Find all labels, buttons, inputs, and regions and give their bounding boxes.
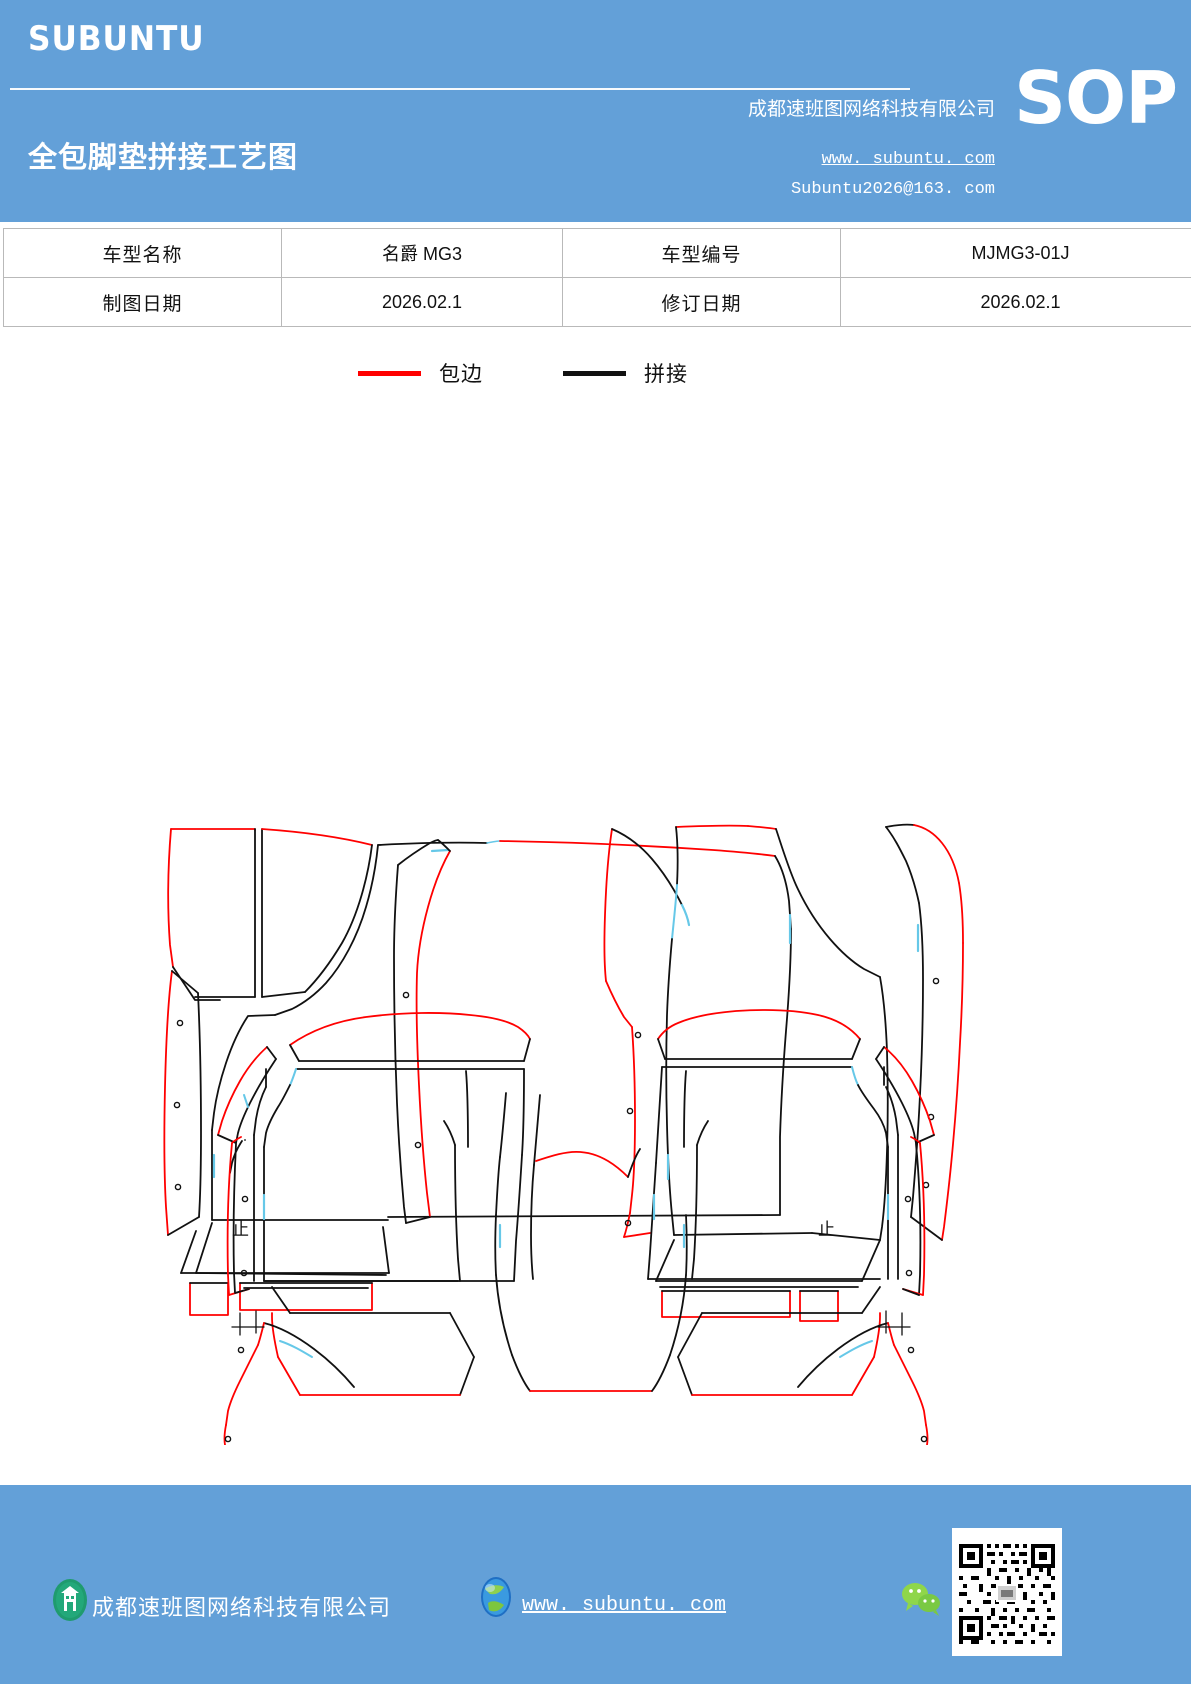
header-company-name: 成都速班图网络科技有限公司: [747, 99, 995, 120]
building-icon: [52, 1578, 88, 1622]
legend-item-binding: 包边: [358, 358, 483, 388]
cell-model-code-label: 车型编号: [562, 228, 841, 278]
page-title: 全包脚垫拼接工艺图: [28, 140, 299, 174]
wechat-icon: [900, 1580, 944, 1616]
cell-draw-date-label: 制图日期: [3, 277, 282, 327]
header-divider: [10, 88, 910, 90]
legend-item-seam: 拼接: [563, 358, 688, 388]
legend: 包边 拼接: [0, 358, 1191, 390]
cell-model-name-value: 名爵 MG3: [281, 228, 563, 278]
brand-logo: SUBUNTU: [28, 19, 205, 59]
rear-centre-tunnel-piece: [494, 1092, 688, 1392]
cell-revise-date-value: 2026.02.1: [840, 277, 1191, 327]
cell-model-name-label: 车型名称: [3, 228, 282, 278]
rear-left-mat: [217, 1012, 531, 1445]
red-line-swatch-icon: [358, 370, 421, 376]
header-website-link[interactable]: www. subuntu. com: [821, 150, 995, 169]
rear-right-mat: [647, 1009, 935, 1445]
globe-icon: [476, 1575, 516, 1619]
stop-mark-right: 止: [818, 1220, 835, 1240]
table-row: 车型名称 名爵 MG3 车型编号 MJMG3-01J: [3, 228, 1191, 278]
header-email: Subuntu2026@163. com: [790, 180, 995, 199]
table-row: 制图日期 2026.02.1 修订日期 2026.02.1: [3, 277, 1191, 327]
floor-mat-pattern-drawing: 止 止: [0, 395, 1191, 1445]
doc-type-badge: SOP: [1014, 56, 1178, 140]
footer-company-name: 成都速班图网络科技有限公司: [92, 1595, 392, 1620]
stop-mark-left: 止: [232, 1220, 249, 1240]
qr-code: [952, 1528, 1062, 1656]
pattern-svg: [163, 823, 964, 1445]
footer-website-link[interactable]: www. subuntu. com: [522, 1594, 727, 1617]
black-line-swatch-icon: [563, 370, 626, 376]
legend-label-seam: 拼接: [644, 362, 688, 386]
cell-revise-date-label: 修订日期: [562, 277, 841, 327]
vehicle-info-table: 车型名称 名爵 MG3 车型编号 MJMG3-01J 制图日期 2026.02.…: [3, 228, 1191, 327]
legend-label-binding: 包边: [439, 362, 483, 386]
cell-draw-date-value: 2026.02.1: [281, 277, 563, 327]
front-right-mat: [603, 823, 964, 1322]
page-header: SUBUNTU 全包脚垫拼接工艺图 SOP 成都速班图网络科技有限公司 www.…: [0, 0, 1191, 222]
cell-model-code-value: MJMG3-01J: [840, 228, 1191, 278]
